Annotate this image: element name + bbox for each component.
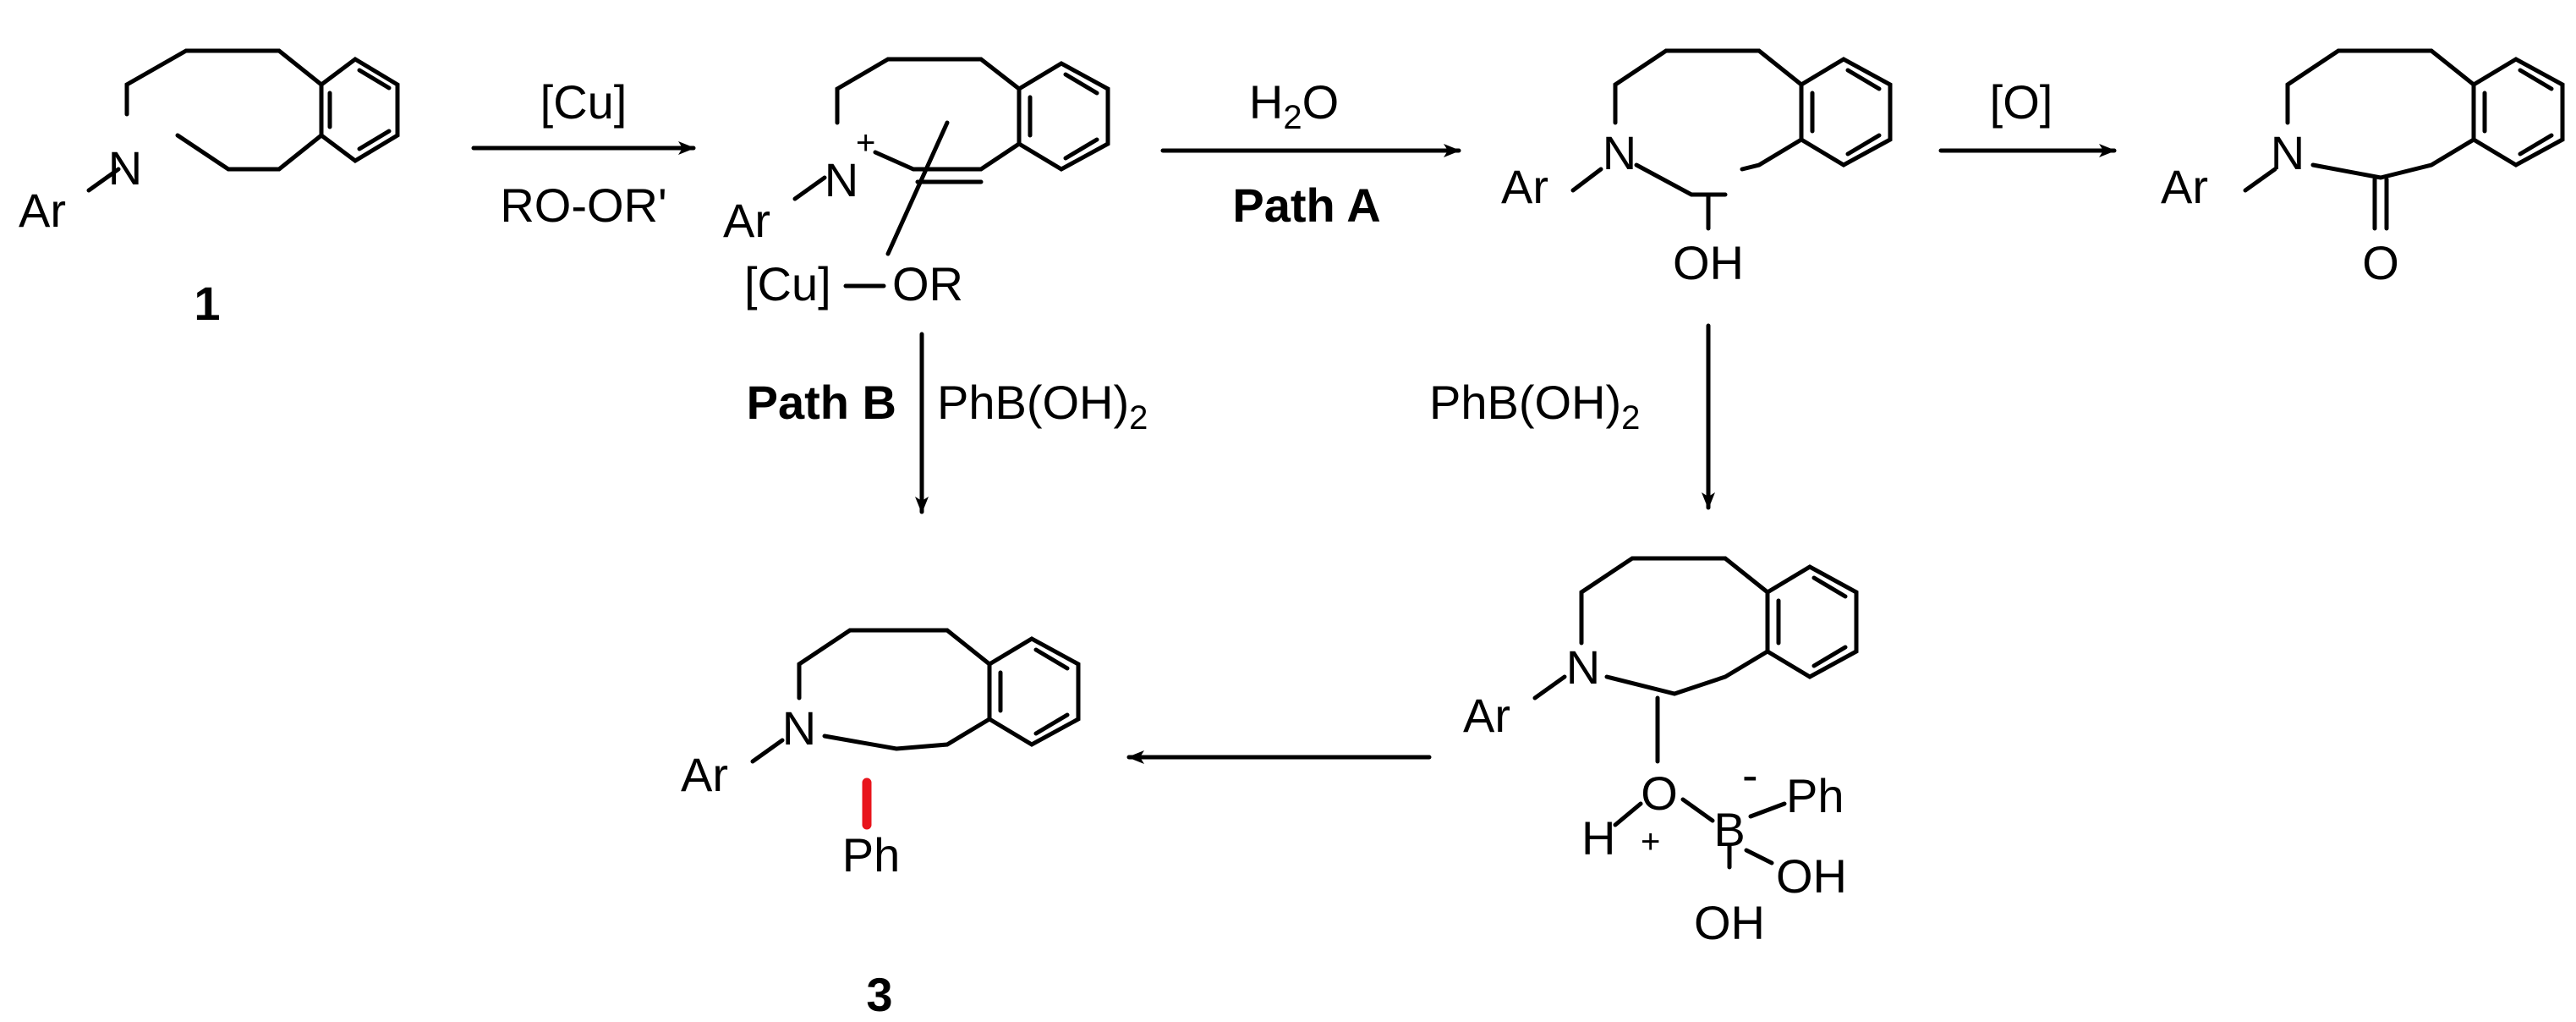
reagent-oxidant: [O] — [1990, 75, 2053, 129]
oxonium-h: H — [1581, 811, 1615, 865]
atom-n-plus: N — [825, 153, 858, 206]
carbonyl-o: O — [2362, 236, 2399, 289]
atom-ar: Ar — [1463, 689, 1510, 742]
reagent-boronic-b: PhB(OH)2 — [937, 376, 1148, 437]
atom-ar: Ar — [19, 184, 66, 237]
charge-plus: + — [856, 124, 875, 162]
atom-boron: B — [1713, 803, 1745, 856]
reagent-peroxide: RO-OR' — [500, 179, 666, 232]
path-a-label: Path A — [1232, 179, 1380, 232]
alkoxide-label: OR — [892, 257, 963, 310]
compound-1-label: 1 — [194, 277, 220, 330]
boron-oh-right: OH — [1776, 849, 1847, 903]
boron-phenyl: Ph — [1786, 769, 1844, 822]
compound-1-structure: N Ar — [19, 48, 400, 237]
charge-plus: + — [1641, 823, 1660, 860]
phenyl-label: Ph — [842, 828, 901, 882]
iminium-bonds — [792, 57, 1110, 256]
atom-ar: Ar — [1501, 160, 1548, 213]
reagent-water: H2O — [1249, 75, 1339, 136]
amide-product: N Ar O — [2161, 48, 2565, 289]
atom-n: N — [1603, 126, 1636, 179]
hemiaminal-intermediate: N Ar OH — [1501, 48, 1893, 289]
reagent-cu: [Cu] — [540, 75, 628, 129]
hydroxyl-label: OH — [1673, 236, 1744, 289]
charge-minus: - — [1742, 748, 1758, 801]
compound-1-bonds — [86, 48, 400, 193]
atom-ar: Ar — [2161, 160, 2208, 213]
copper-label: [Cu] — [744, 257, 831, 310]
atom-n: N — [782, 701, 816, 755]
reagent-boronic-a: PhB(OH)2 — [1429, 376, 1640, 437]
path-b-label: Path B — [747, 376, 896, 429]
atom-ar: Ar — [681, 748, 728, 801]
compound-3-structure: N Ar Ph — [681, 628, 1081, 882]
atom-n: N — [2271, 126, 2305, 179]
oxonium-o: O — [1641, 766, 1678, 820]
atom-ar: Ar — [723, 194, 770, 247]
boron-oh-bottom: OH — [1694, 896, 1765, 949]
iminium-intermediate: N + Ar [Cu] OR — [723, 57, 1110, 310]
atom-n: N — [1566, 640, 1600, 694]
amide-bonds — [2243, 48, 2565, 231]
hemiaminal-bonds — [1570, 48, 1893, 231]
compound-3-bonds — [750, 628, 1081, 764]
boronate-complex: N Ar O H + B - Ph OH OH — [1463, 556, 1859, 949]
compound-3-label: 3 — [866, 968, 892, 1021]
atom-n: N — [108, 141, 142, 195]
boronate-bonds — [1532, 556, 1859, 870]
